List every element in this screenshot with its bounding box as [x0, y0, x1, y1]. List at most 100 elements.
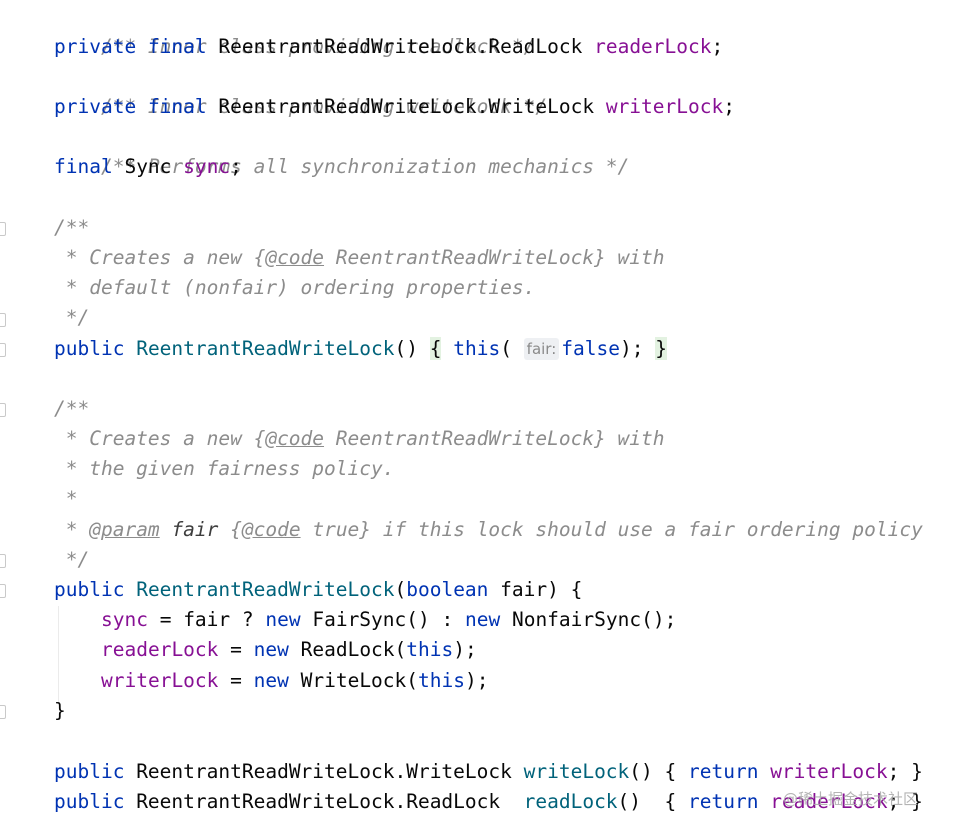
- doc-comment: /**: [54, 216, 90, 239]
- code-line: /**: [54, 394, 89, 424]
- code-text: () {: [617, 790, 688, 813]
- doc-comment: */: [54, 306, 90, 329]
- code-line: private final ReentrantReadWriteLock.Wri…: [54, 92, 735, 122]
- doc-tag: @code: [241, 518, 301, 541]
- brace-highlight: {: [429, 337, 442, 360]
- code-line: * the given fairness policy.: [54, 454, 395, 484]
- keyword: public: [54, 337, 125, 360]
- code-line: }: [54, 696, 66, 726]
- fold-marker[interactable]: [0, 554, 6, 568]
- keyword: new: [265, 608, 301, 631]
- code-line: * Creates a new {@code ReentrantReadWrit…: [54, 424, 665, 454]
- keyword: final: [54, 155, 113, 178]
- type-name: ReentrantReadWriteLock.ReadLock: [124, 790, 524, 813]
- code-line: *: [54, 484, 78, 514]
- method-name: readLock: [523, 790, 618, 813]
- code-line: private final ReentrantReadWriteLock.Rea…: [54, 32, 723, 62]
- fold-marker[interactable]: [0, 705, 6, 719]
- code-line: * Creates a new {@code ReentrantReadWrit…: [54, 243, 665, 273]
- code-text: );: [464, 669, 489, 692]
- code-line: sync = fair ? new FairSync() : new Nonfa…: [101, 605, 676, 635]
- keyword: private: [54, 35, 137, 58]
- type-name: ReentrantReadWriteLock.WriteLock: [218, 95, 595, 118]
- fold-marker[interactable]: [0, 584, 6, 598]
- keyword: new: [253, 669, 289, 692]
- watermark: @稀土掘金技术社区: [783, 790, 919, 808]
- keyword: return: [688, 790, 759, 813]
- code-text: ; }: [887, 790, 923, 813]
- field-name: readerLock: [770, 790, 888, 813]
- code-text: FairSync() :: [300, 608, 465, 631]
- doc-comment: *: [54, 518, 90, 541]
- doc-comment: *: [54, 487, 78, 510]
- code-line: * @param fair {@code true} if this lock …: [54, 515, 923, 545]
- code-line: readerLock = new ReadLock(this);: [101, 635, 477, 665]
- keyword: new: [253, 638, 289, 661]
- parameter-hint: fair:: [523, 338, 560, 360]
- code-line: * default (nonfair) ordering properties.: [54, 273, 536, 303]
- code-line: */: [54, 545, 90, 575]
- punctuation: (): [394, 337, 430, 360]
- code-line: /** Performs all synchronization mechani…: [54, 122, 629, 178]
- keyword: final: [147, 95, 207, 118]
- doc-comment: true} if this lock should use a fair ord…: [300, 518, 923, 541]
- fold-marker[interactable]: [0, 343, 6, 357]
- code-text: WriteLock(: [288, 669, 419, 692]
- punctuation: ;: [230, 155, 242, 178]
- field-name: sync: [101, 608, 148, 631]
- punctuation: (: [500, 337, 524, 360]
- code-line: public ReentrantReadWriteLock() { this( …: [54, 334, 667, 364]
- keyword: false: [561, 337, 620, 360]
- punctuation: (: [394, 578, 407, 601]
- code-text: ; }: [887, 760, 923, 783]
- punctuation: ;: [723, 95, 735, 118]
- doc-comment: * the given fairness policy.: [54, 457, 395, 480]
- doc-tag: @param: [89, 518, 160, 541]
- code-line: */: [54, 303, 90, 333]
- keyword: this: [418, 669, 465, 692]
- fold-marker[interactable]: [0, 403, 6, 417]
- doc-comment: {: [218, 518, 242, 541]
- doc-comment: ReentrantReadWriteLock} with: [324, 427, 665, 450]
- doc-tag: @code: [265, 246, 325, 269]
- keyword: this: [453, 337, 501, 360]
- doc-comment: * default (nonfair) ordering properties.: [54, 276, 536, 299]
- fold-marker[interactable]: [0, 222, 6, 236]
- doc-comment: * Creates a new {: [54, 246, 266, 269]
- code-text: = fair ?: [147, 608, 266, 631]
- keyword: public: [54, 578, 125, 601]
- field-name: readerLock: [594, 35, 712, 58]
- field-name: writerLock: [605, 95, 724, 118]
- code-line: public ReentrantReadWriteLock(boolean fa…: [54, 575, 582, 605]
- fold-marker[interactable]: [0, 313, 6, 327]
- doc-comment: /** Inner class providing writelock */: [100, 95, 548, 118]
- type-name: ReentrantReadWriteLock.ReadLock: [218, 35, 583, 58]
- keyword: new: [464, 608, 501, 631]
- keyword: private: [54, 95, 137, 118]
- keyword: public: [54, 790, 125, 813]
- code-text: fair) {: [488, 578, 583, 601]
- code-text: () {: [629, 760, 688, 783]
- keyword: this: [406, 638, 454, 661]
- doc-tag: @code: [265, 427, 325, 450]
- field-name: readerLock: [101, 638, 219, 661]
- code-text: );: [453, 638, 477, 661]
- field-name: writerLock: [101, 669, 219, 692]
- punctuation: ;: [711, 35, 724, 58]
- code-line: public ReentrantReadWriteLock.ReadLock r…: [54, 787, 923, 817]
- keyword: final: [147, 35, 207, 58]
- constructor-name: ReentrantReadWriteLock: [136, 337, 395, 360]
- field-name: writerLock: [770, 760, 888, 783]
- doc-param-name: fair: [171, 518, 219, 541]
- code-line: final Sync sync;: [54, 152, 242, 182]
- doc-comment: */: [54, 548, 90, 571]
- indent-guide: [58, 606, 59, 702]
- code-line: public ReentrantReadWriteLock.WriteLock …: [54, 757, 923, 787]
- field-name: sync: [183, 155, 231, 178]
- code-text: =: [218, 669, 254, 692]
- code-line: writerLock = new WriteLock(this);: [101, 666, 488, 696]
- doc-comment: /** Inner class providing readlock */: [100, 35, 536, 58]
- punctuation: }: [54, 699, 66, 722]
- doc-comment: * Creates a new {: [54, 427, 266, 450]
